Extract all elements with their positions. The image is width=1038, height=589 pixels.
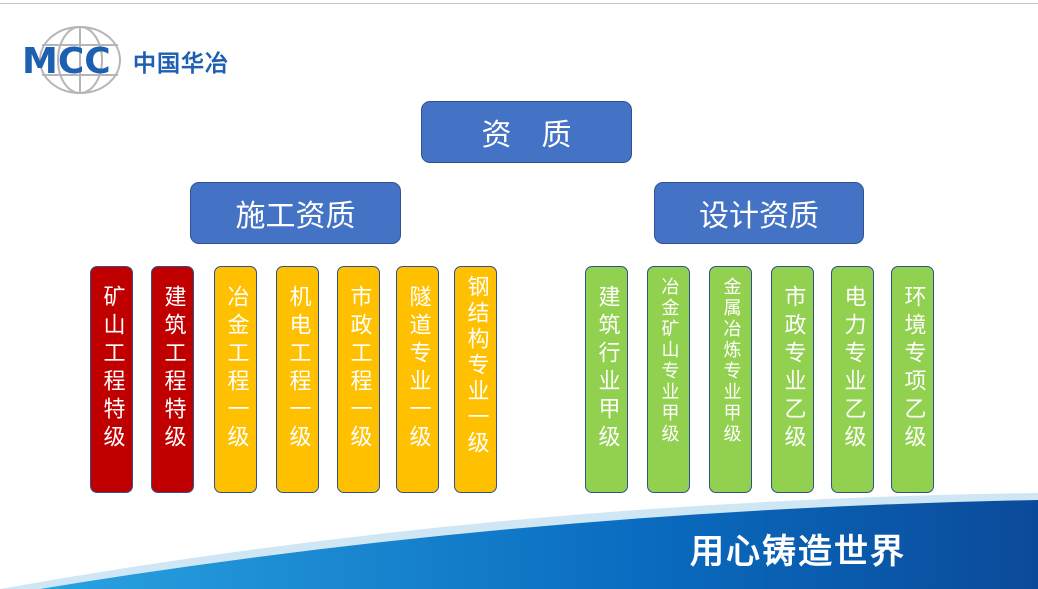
logo-abbr: MCC: [22, 41, 111, 82]
qualification-item: 矿山工程特级: [90, 266, 133, 493]
qualification-item: 市政专业乙级: [771, 266, 814, 493]
root-node: 资 质: [421, 101, 632, 163]
qualification-item: 隧道专业一级: [396, 266, 439, 493]
qualification-item: 电力专业乙级: [831, 266, 874, 493]
qualification-item: 冶金矿山专业甲级: [647, 266, 690, 493]
qualification-item: 建筑工程特级: [151, 266, 194, 493]
design-qualification-node: 设计资质: [654, 182, 864, 244]
construction-qualification-node: 施工资质: [190, 182, 401, 244]
slogan: 用心铸造世界: [690, 532, 906, 572]
qualification-item: 市政工程一级: [337, 266, 380, 493]
top-divider: [0, 3, 1038, 4]
qualification-item: 环境专项乙级: [891, 266, 934, 493]
qualification-item: 冶金工程一级: [214, 266, 257, 493]
mcc-logo: MCC: [22, 26, 121, 94]
qualification-item: 机电工程一级: [276, 266, 319, 493]
logo-name: 中国华冶: [133, 51, 229, 77]
qualification-item: 钢结构专业一级: [454, 266, 497, 493]
qualification-item: 建筑行业甲级: [585, 266, 628, 493]
qualification-item: 金属冶炼专业甲级: [709, 266, 752, 493]
